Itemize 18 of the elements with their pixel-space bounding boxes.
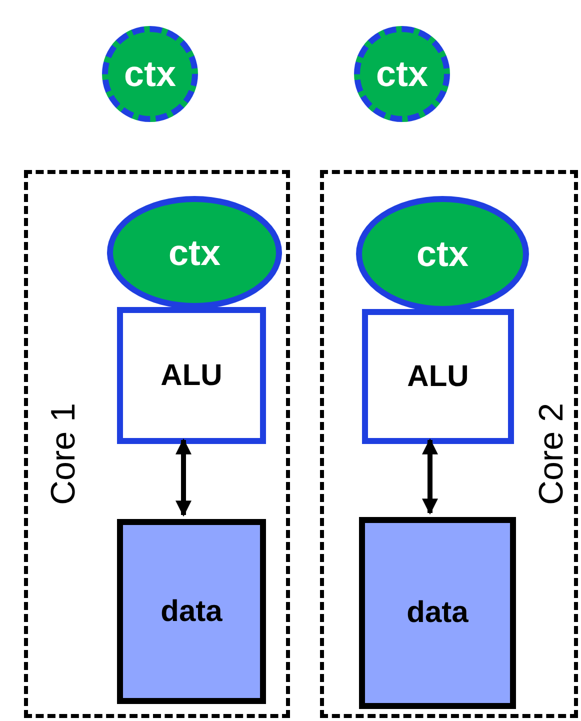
data-label: data xyxy=(160,594,222,628)
data-box xyxy=(359,517,516,709)
context-label: ctx xyxy=(416,233,469,275)
core-label: Core 2 xyxy=(532,402,572,506)
double-arrow xyxy=(422,438,438,515)
core-label: Core 1 xyxy=(44,402,84,506)
data-box xyxy=(117,519,266,704)
alu-box xyxy=(117,307,266,444)
context-label: ctx xyxy=(376,53,428,95)
alu-box xyxy=(362,309,514,444)
context-label: ctx xyxy=(124,53,176,95)
alu-label: ALU xyxy=(407,360,469,394)
data-label: data xyxy=(406,596,468,630)
core-boundary xyxy=(24,170,290,718)
context-label: ctx xyxy=(168,232,221,274)
core-boundary xyxy=(320,170,578,718)
double-arrow xyxy=(176,438,192,517)
alu-label: ALU xyxy=(160,358,222,392)
